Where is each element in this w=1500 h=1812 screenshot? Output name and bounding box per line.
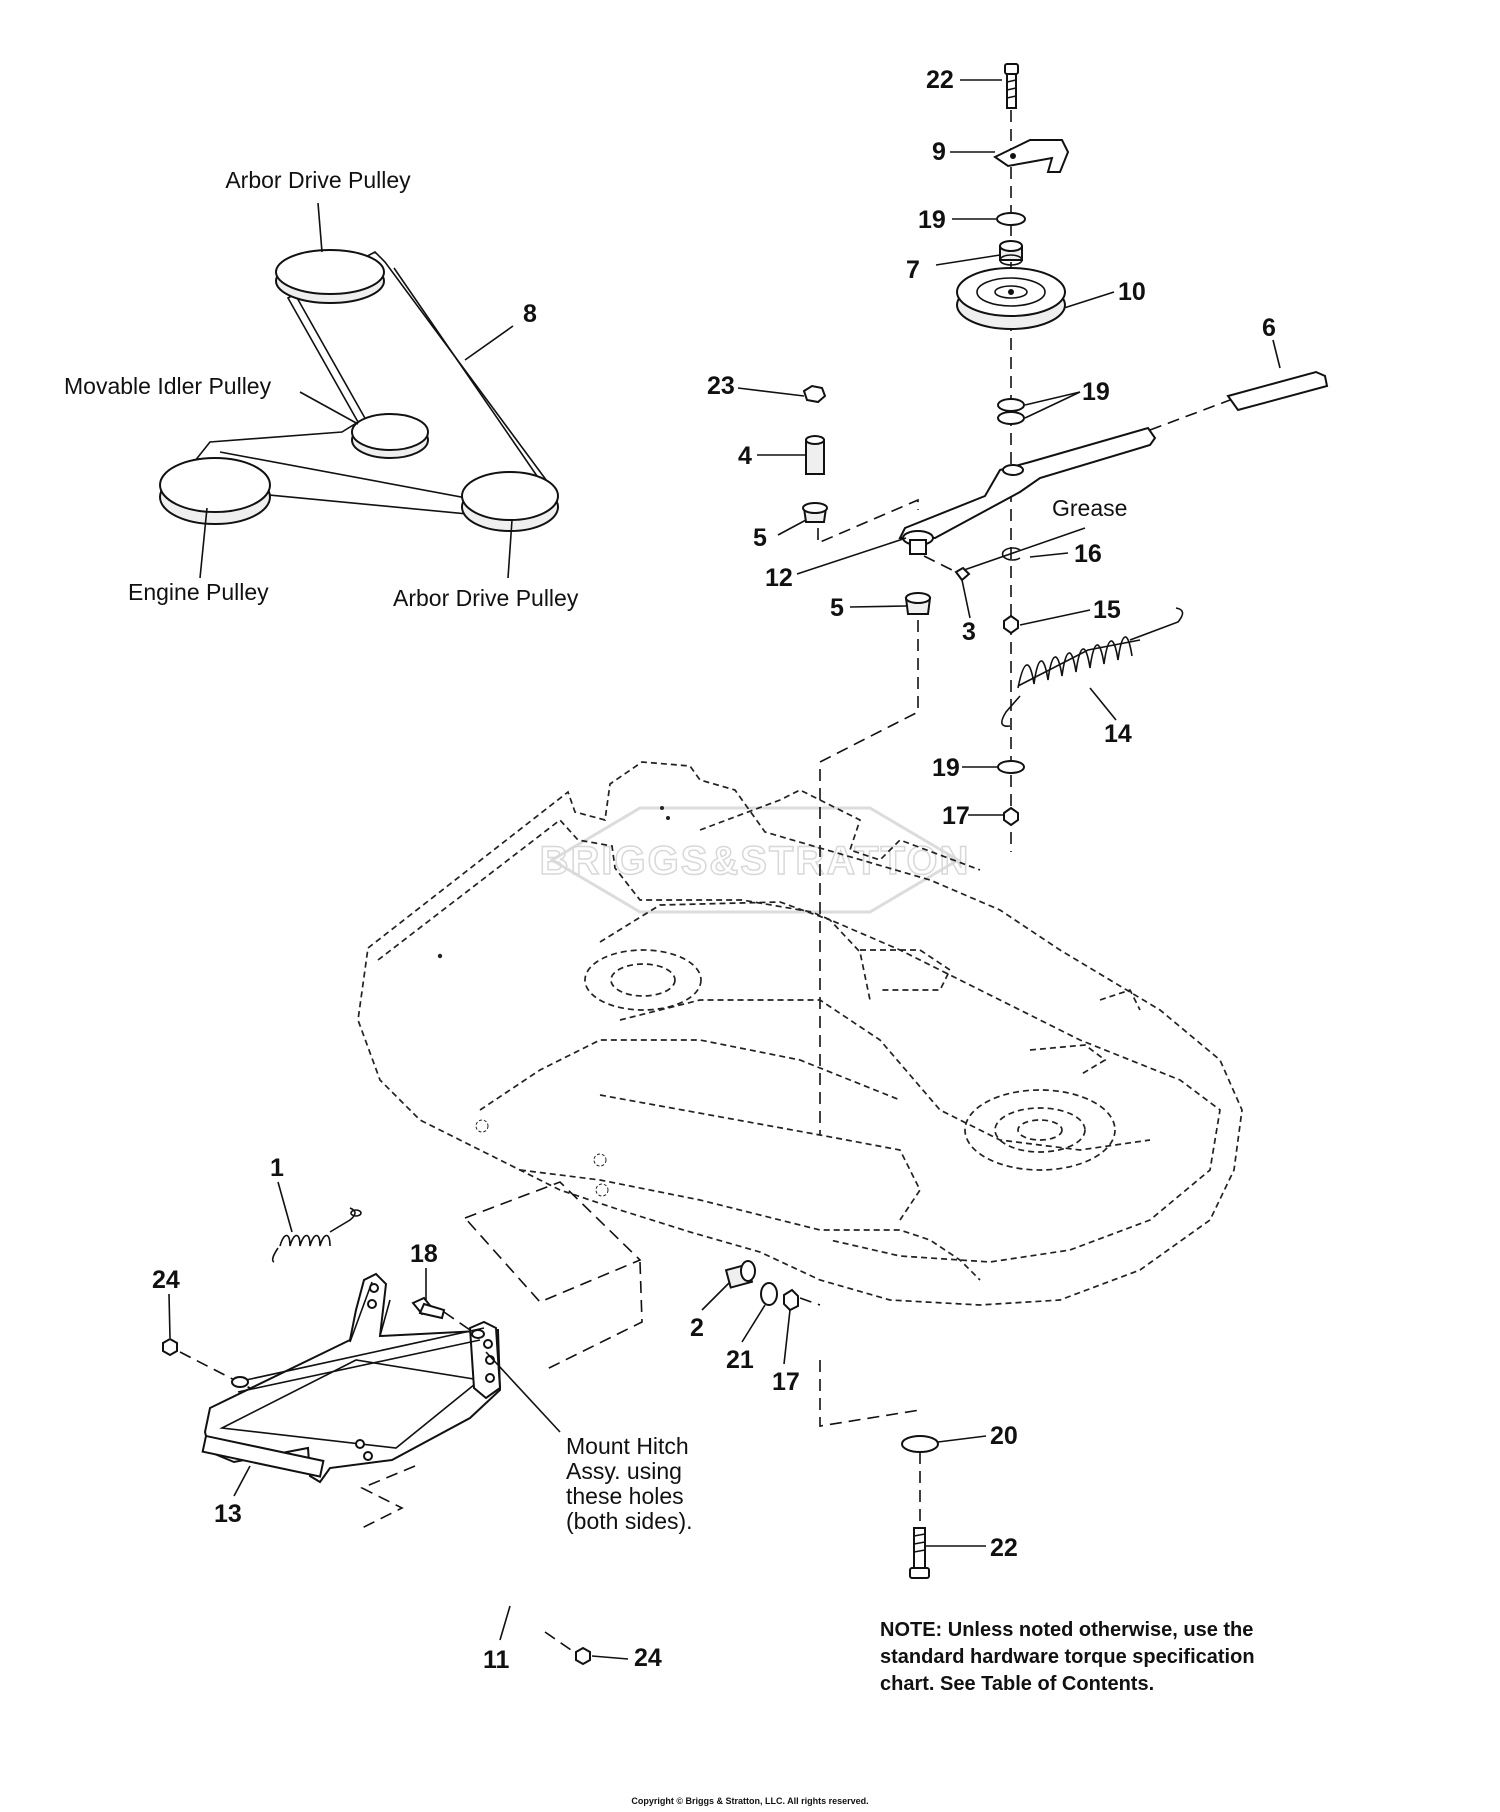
washer-19-upper <box>997 398 1025 412</box>
note-line-3: chart. See Table of Contents. <box>880 1673 1154 1695</box>
washer-21 <box>760 1282 778 1306</box>
spring-1 <box>271 1207 362 1263</box>
arbor-drive-pulley-top <box>275 249 385 304</box>
ring-16 <box>1001 547 1021 561</box>
label-arbor-drive-pulley-bottom: Arbor Drive Pulley <box>393 585 579 611</box>
part-number-22-top: 22 <box>926 66 954 94</box>
part-number-15: 15 <box>1093 596 1121 624</box>
label-movable-idler-pulley: Movable Idler Pulley <box>64 373 272 399</box>
part-number-4: 4 <box>738 442 752 470</box>
part-number-8: 8 <box>523 300 537 328</box>
nut-15 <box>1003 614 1019 635</box>
bushing-5-bottom <box>904 592 932 615</box>
part-number-22-bottom: 22 <box>990 1534 1018 1562</box>
part-number-6: 6 <box>1262 314 1276 342</box>
leader-lines <box>168 79 1281 1660</box>
bolt-22-top <box>1004 63 1019 109</box>
rod-11 <box>420 1560 542 1630</box>
part-number-9: 9 <box>932 138 946 166</box>
idler-pulley-10 <box>956 267 1066 330</box>
part-number-10: 10 <box>1118 278 1146 306</box>
belt-routing-diagram: Arbor Drive Pulley 8 Movable Idler Pulle… <box>64 167 579 611</box>
part-number-1: 1 <box>270 1154 284 1182</box>
nut-24-bottom <box>575 1646 591 1666</box>
part-number-19-c: 19 <box>932 754 960 782</box>
part-number-16: 16 <box>1074 540 1102 568</box>
spacer-4 <box>805 435 825 475</box>
nut-17-bottom <box>783 1288 799 1312</box>
bolt-22-bottom <box>909 1527 930 1579</box>
washer-20 <box>901 1435 939 1453</box>
copyright-text: Copyright © Briggs & Stratton, LLC. All … <box>631 1796 868 1806</box>
part-number-20: 20 <box>990 1422 1018 1450</box>
washer-19-lower <box>997 411 1025 425</box>
label-grease: Grease <box>1052 495 1127 521</box>
part-number-7: 7 <box>906 256 920 284</box>
note-line-2: standard hardware torque specification <box>880 1646 1255 1668</box>
torque-note: NOTE: Unless noted otherwise, use the st… <box>880 1619 1255 1695</box>
part-number-13: 13 <box>214 1500 242 1528</box>
idler-arm-12 <box>898 426 1157 539</box>
label-arbor-drive-pulley-top: Arbor Drive Pulley <box>225 167 411 193</box>
washer-19-bottom <box>997 760 1025 774</box>
engine-pulley <box>159 457 271 525</box>
arbor-drive-pulley-bottom <box>461 471 559 532</box>
mount-hitch-callout: Mount Hitch Assy. using these holes (bot… <box>566 1433 693 1534</box>
part-number-23: 23 <box>707 372 735 400</box>
front-hitch-assembly <box>162 1207 591 1666</box>
part-number-12: 12 <box>765 564 793 592</box>
part-number-5-a: 5 <box>753 524 767 552</box>
part-number-11: 11 <box>483 1646 510 1674</box>
mount-hitch-line-3: these holes <box>566 1483 684 1509</box>
part-number-2: 2 <box>690 1314 704 1342</box>
part-number-19-a: 19 <box>918 206 946 234</box>
nut-23 <box>802 384 827 404</box>
bracket-9 <box>993 139 1070 173</box>
grease-fitting-3 <box>954 566 971 582</box>
part-number-18: 18 <box>410 1240 438 1268</box>
bushing-2 <box>724 1260 756 1289</box>
part-number-24-b: 24 <box>634 1644 662 1672</box>
belt-8 <box>173 251 560 521</box>
part-number-21: 21 <box>726 1346 754 1374</box>
note-line-1: NOTE: Unless noted otherwise, use the <box>880 1619 1253 1641</box>
movable-idler-pulley <box>351 413 429 459</box>
part-number-5-b: 5 <box>830 594 844 622</box>
part-number-19-b: 19 <box>1082 378 1110 406</box>
hitch-frame-13 <box>201 1272 502 1484</box>
watermark-logo: BRIGGS&STRATTON <box>539 806 971 914</box>
mount-hitch-line-1: Mount Hitch <box>566 1433 689 1459</box>
grip-6 <box>1226 370 1329 412</box>
label-engine-pulley: Engine Pulley <box>128 579 269 605</box>
part-number-14: 14 <box>1104 720 1132 748</box>
mount-hitch-line-2: Assy. using <box>566 1458 682 1484</box>
part-number-24-a: 24 <box>152 1266 180 1294</box>
deck-hardware <box>724 1260 939 1579</box>
mower-deck <box>357 761 1243 1371</box>
idler-assembly <box>802 63 1329 1135</box>
part-number-3: 3 <box>962 618 976 646</box>
bushing-5-top <box>802 502 828 523</box>
part-number-labels: 22 9 19 7 10 6 23 19 4 Grease 5 12 16 5 … <box>152 66 1276 1674</box>
washer-19-top <box>996 212 1026 226</box>
watermark-text: BRIGGS&STRATTON <box>540 839 971 883</box>
part-number-17-a: 17 <box>942 802 970 830</box>
bolt-18 <box>411 1296 446 1320</box>
mount-hitch-line-4: (both sides). <box>566 1508 693 1534</box>
nut-17-top <box>1003 806 1019 827</box>
spring-14 <box>1001 607 1184 728</box>
part-number-17-b: 17 <box>772 1368 800 1396</box>
spacer-7 <box>999 240 1023 266</box>
nut-24-left <box>162 1337 178 1357</box>
